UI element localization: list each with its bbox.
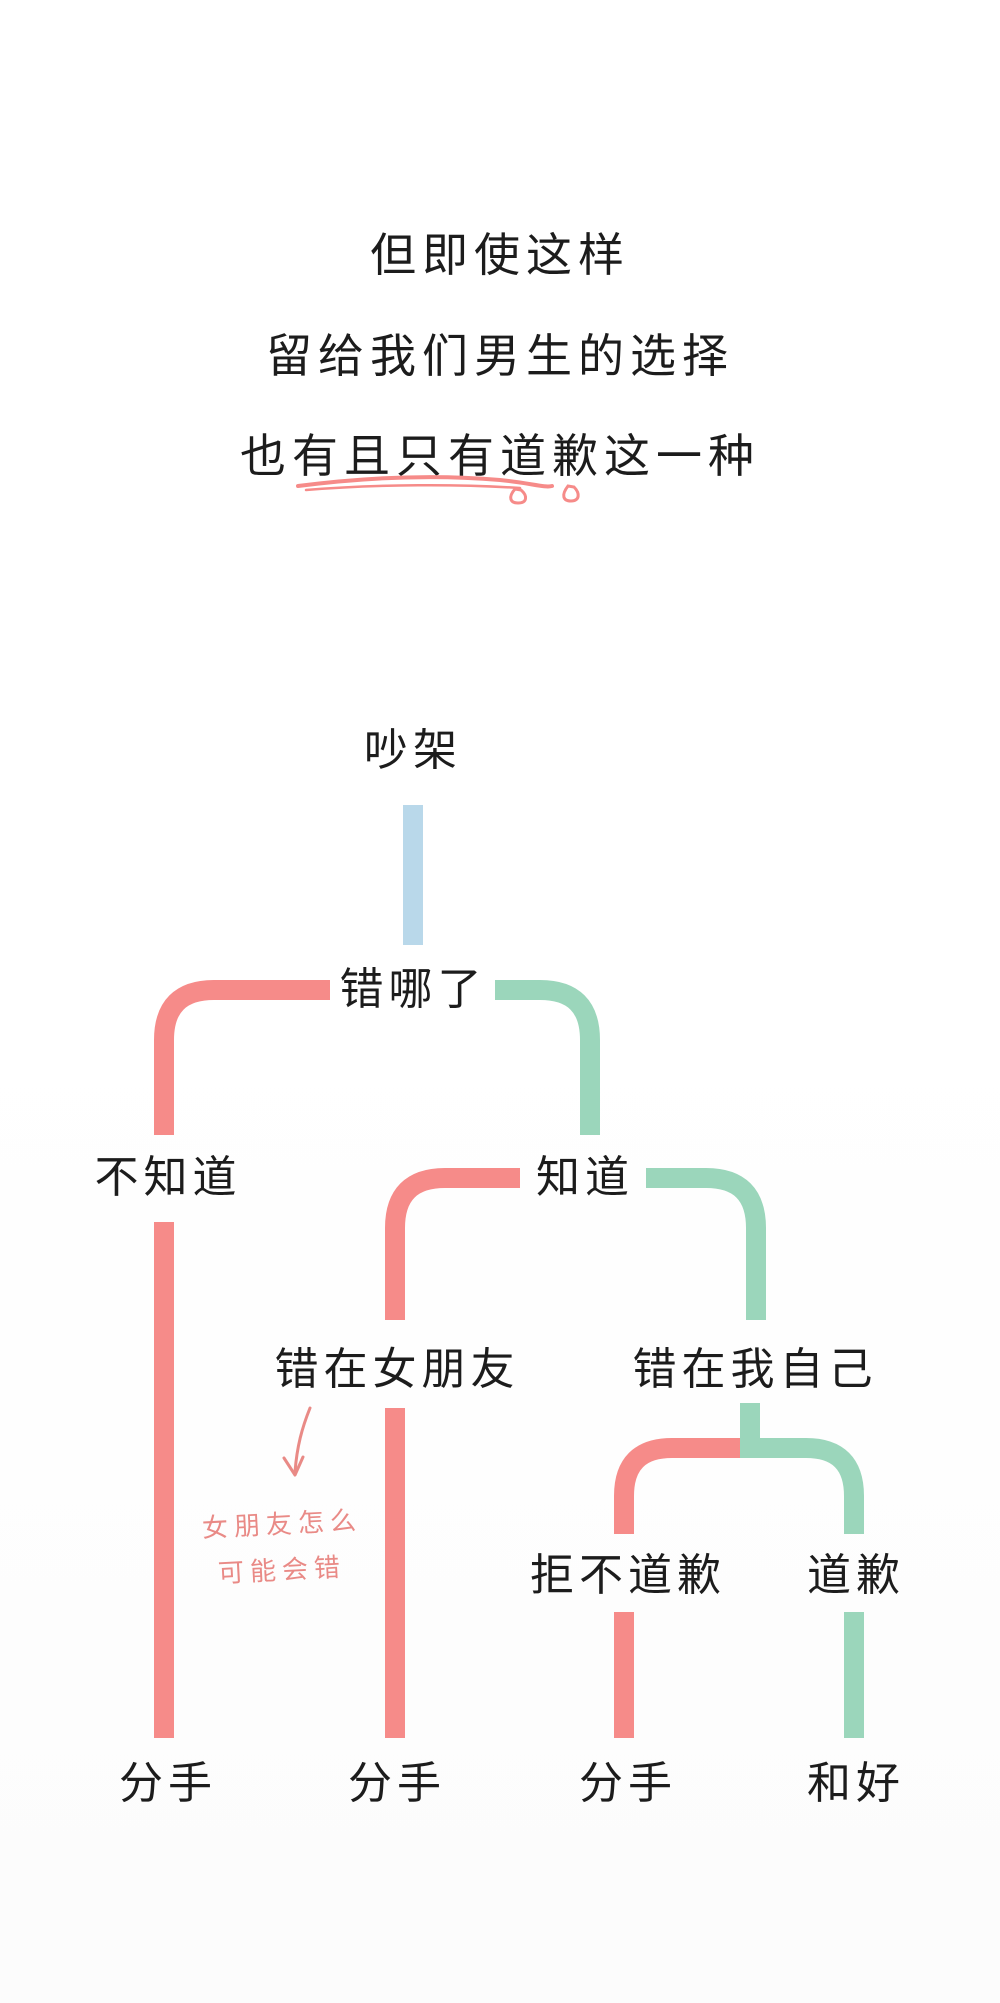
node-apologize: 道歉: [807, 1550, 905, 1601]
branch-dont-know: [154, 980, 330, 1135]
underline-scribble: [296, 475, 554, 489]
node-my-fault: 错在我自己: [632, 1344, 878, 1395]
annotation-arrow: [293, 1406, 312, 1474]
leaf-breakup-2: 分手: [348, 1758, 446, 1809]
leaf-reconcile: 和好: [807, 1758, 905, 1809]
node-where-wrong: 错哪了: [339, 964, 487, 1015]
intro-line-3: 也有且只有道歉这一种: [240, 429, 760, 483]
leaf-breakup-1: 分手: [119, 1758, 217, 1809]
branch-know: [495, 980, 600, 1135]
branch-girlfriend-fault: [385, 1168, 520, 1320]
branch-my-fault: [646, 1168, 766, 1320]
branch-apologize: [740, 1438, 864, 1534]
branch-refuse-apology: [614, 1438, 740, 1534]
underline-scribble-2: [304, 483, 522, 492]
drip-mark-1: [509, 487, 527, 505]
drip-mark-2: [562, 484, 580, 503]
node-dont-know: 不知道: [94, 1152, 242, 1203]
node-girlfriend-fault: 错在女朋友: [274, 1344, 520, 1395]
intro-line-1: 但即使这样: [370, 228, 630, 282]
node-know: 知道: [536, 1152, 634, 1203]
node-quarrel: 吵架: [364, 725, 462, 776]
node-refuse-apology: 拒不道歉: [530, 1550, 726, 1601]
intro-line-2: 留给我们男生的选择: [266, 329, 734, 383]
annotation-arrowhead: [282, 1455, 305, 1477]
leaf-breakup-3: 分手: [579, 1758, 677, 1809]
